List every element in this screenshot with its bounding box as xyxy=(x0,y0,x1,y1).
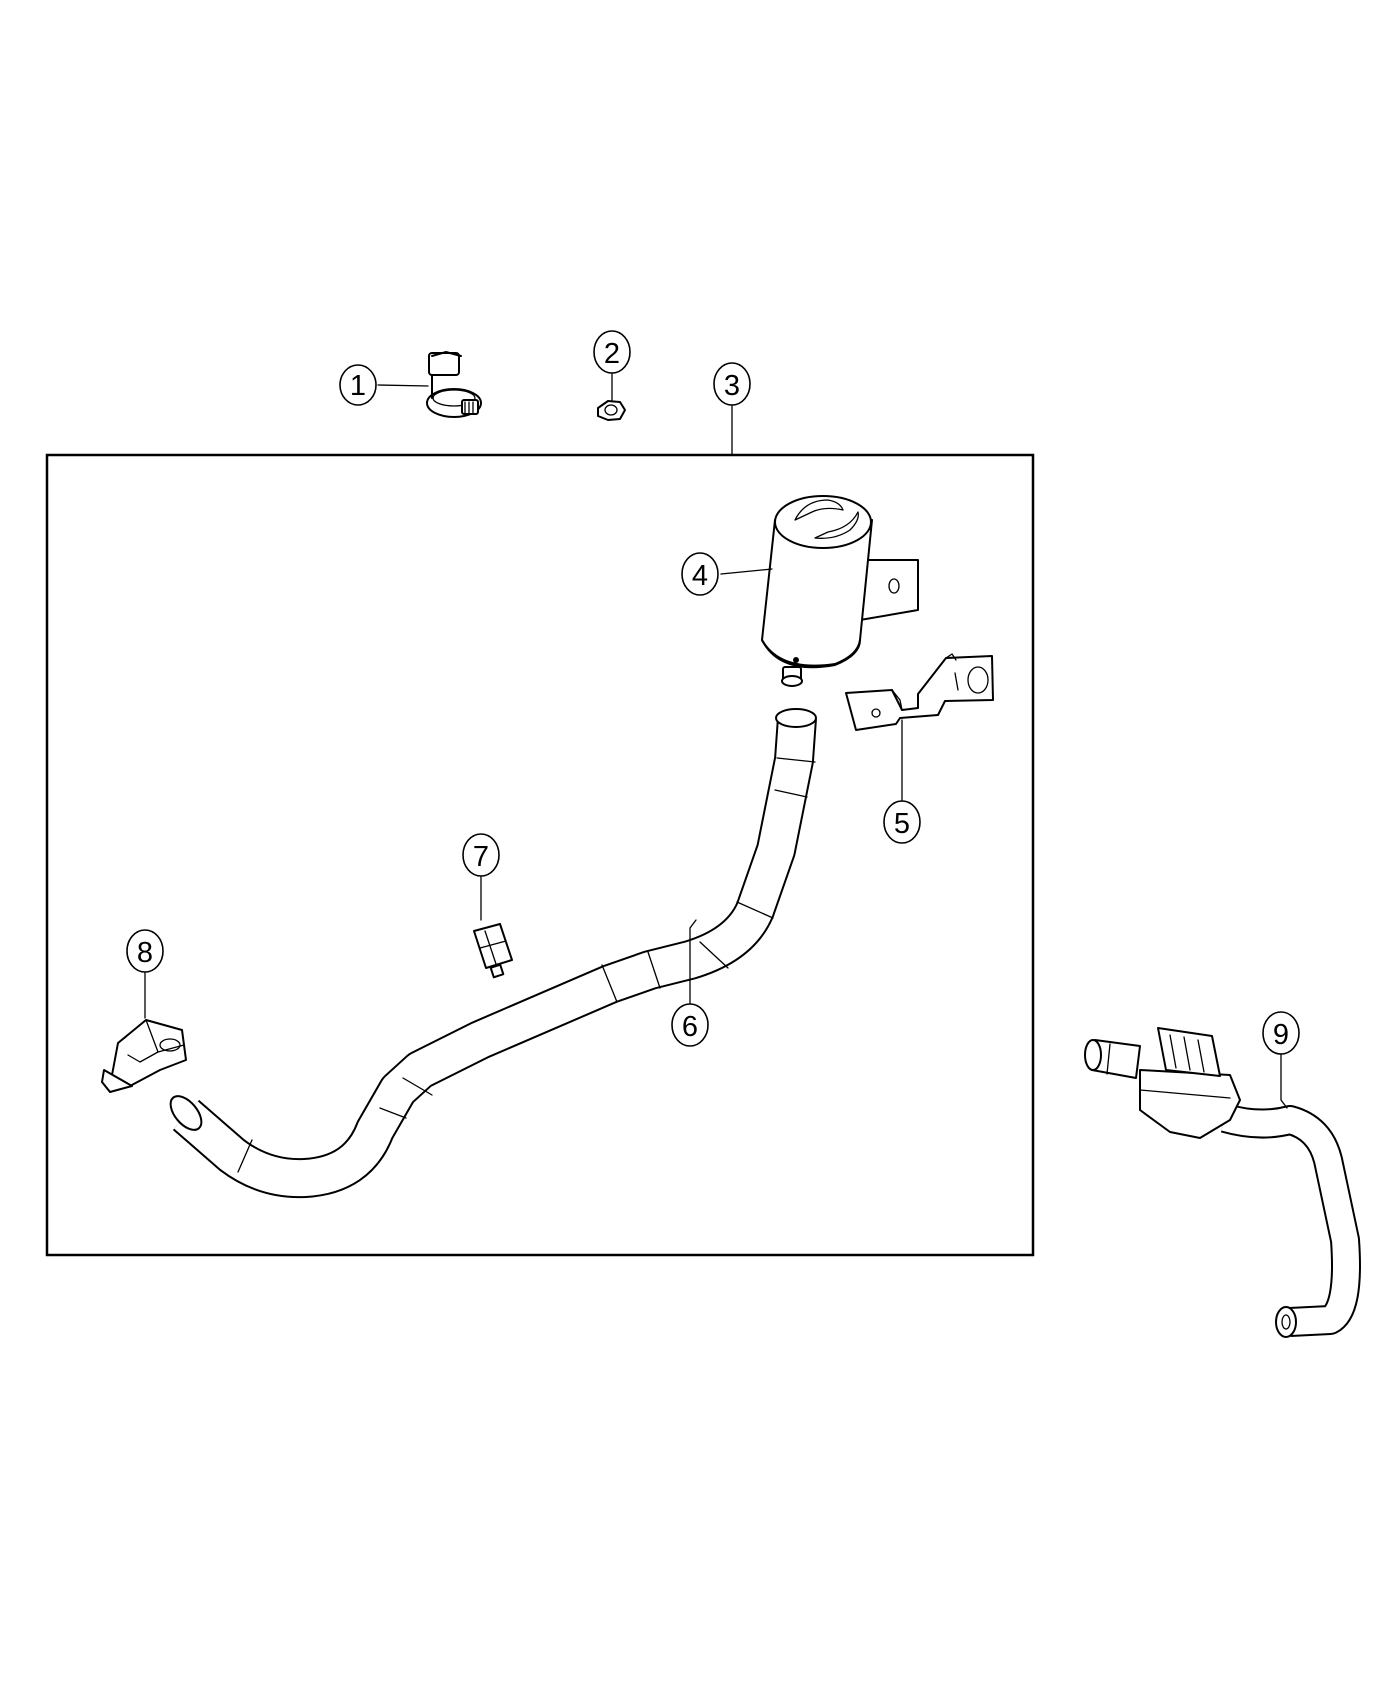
callout-6: 6 xyxy=(671,1003,709,1047)
part-6-hose[interactable] xyxy=(165,708,817,1199)
callout-5: 5 xyxy=(883,800,921,844)
callout-9: 9 xyxy=(1262,1011,1300,1055)
part-9-valve-hose[interactable] xyxy=(1084,1027,1361,1338)
part-4-canister[interactable] xyxy=(761,495,919,687)
callout-label-2: 2 xyxy=(604,338,620,370)
callout-label-1: 1 xyxy=(350,370,366,402)
callout-8: 8 xyxy=(126,929,164,973)
callout-label-9: 9 xyxy=(1273,1019,1289,1051)
callout-2: 2 xyxy=(593,330,631,374)
callout-3: 3 xyxy=(713,362,751,406)
leader-lines xyxy=(144,372,1288,1109)
part-5-bracket[interactable] xyxy=(845,653,994,731)
part-7-connector[interactable] xyxy=(473,923,513,979)
callout-1: 1 xyxy=(339,364,377,406)
callout-label-4: 4 xyxy=(692,560,708,592)
callout-label-7: 7 xyxy=(473,841,489,873)
part-8-clip[interactable] xyxy=(101,1019,187,1093)
part-1-hose-clamp[interactable] xyxy=(426,351,482,418)
callout-label-8: 8 xyxy=(137,937,153,969)
part-2-nut[interactable] xyxy=(597,400,626,421)
callout-7: 7 xyxy=(462,833,500,877)
assembly-frame xyxy=(45,453,1035,1257)
callout-label-3: 3 xyxy=(724,370,740,402)
callout-4: 4 xyxy=(681,552,719,596)
callout-label-5: 5 xyxy=(894,808,910,840)
callout-label-6: 6 xyxy=(682,1011,698,1043)
